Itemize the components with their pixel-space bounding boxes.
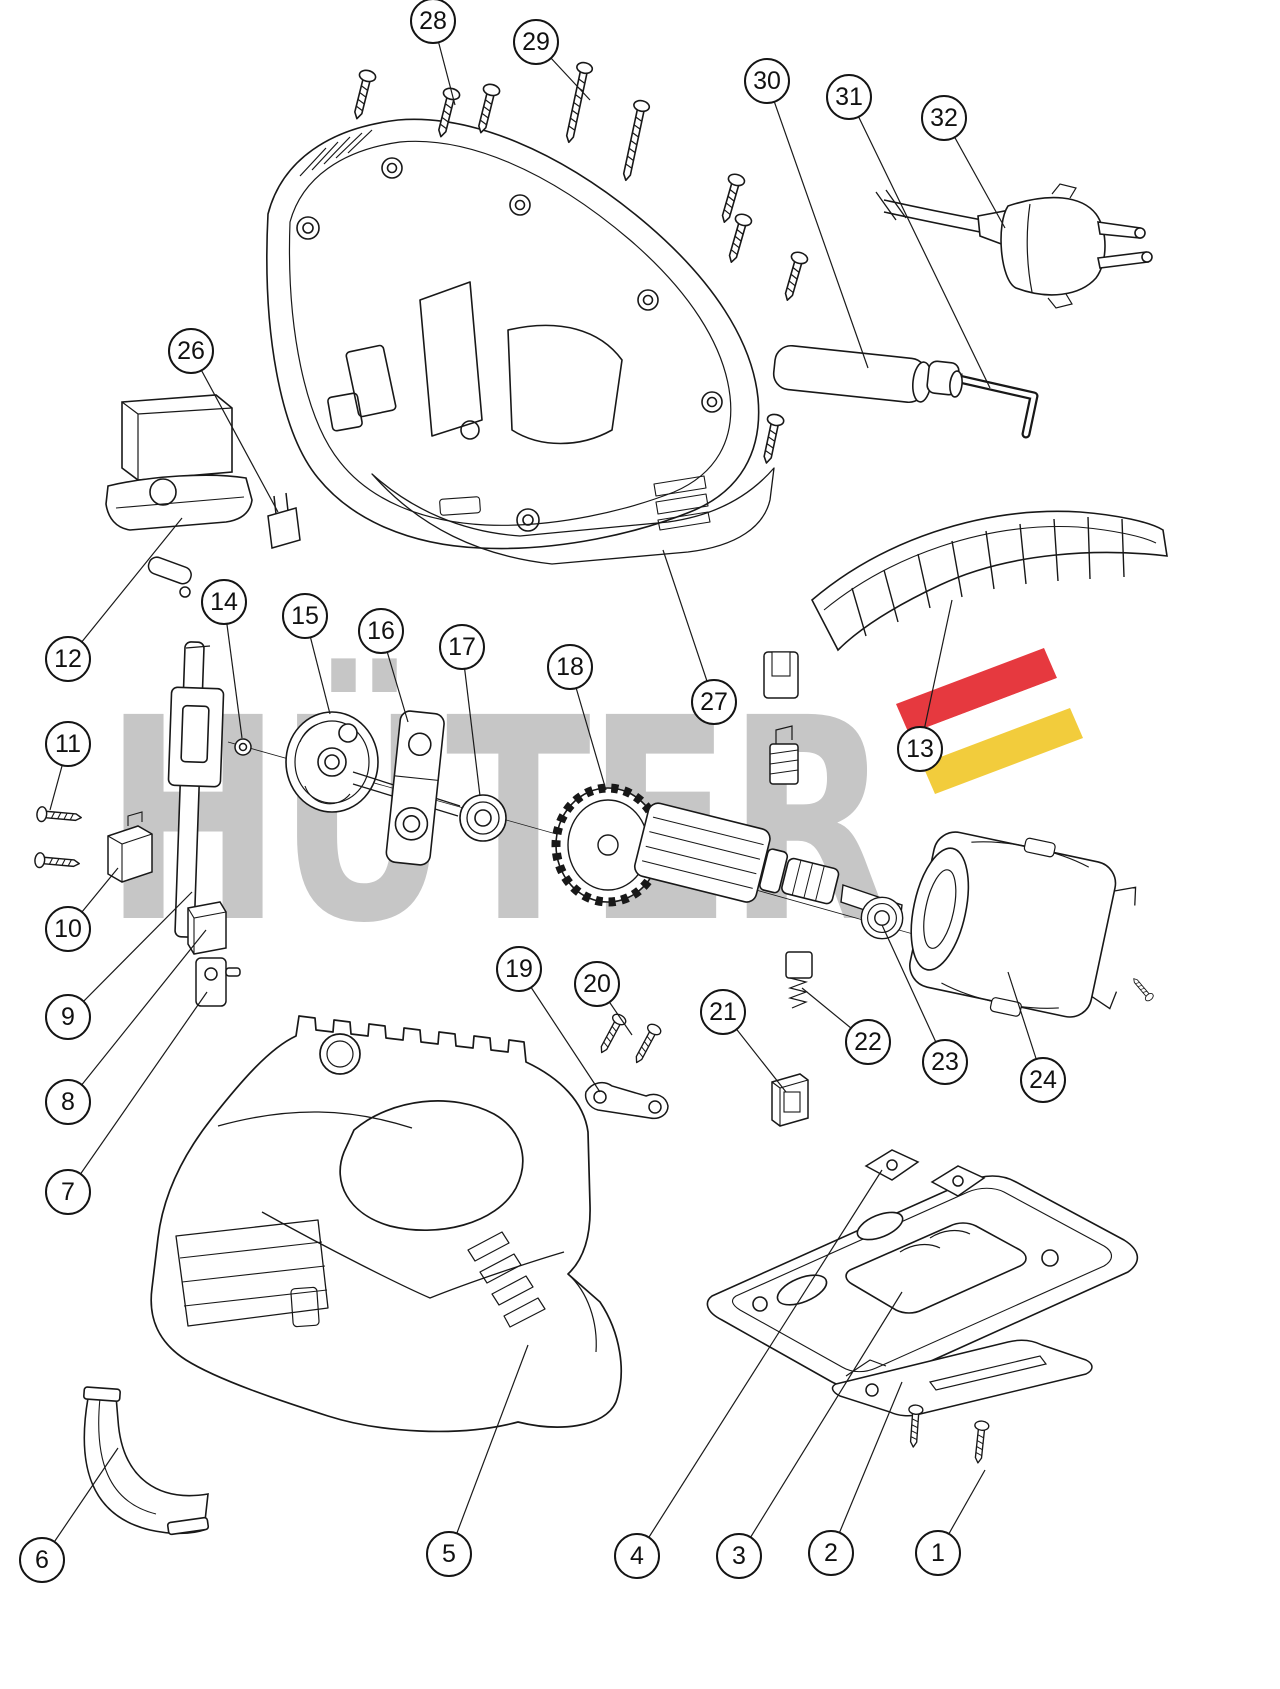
leader-line-2: [830, 1381, 903, 1554]
leader-line-23: [881, 924, 946, 1063]
part-base-plate: [706, 1175, 1139, 1390]
leader-line-12: [67, 517, 183, 660]
leader-line-8: [67, 929, 207, 1103]
part-upper-housing: [266, 118, 775, 565]
part-holder-pin: [195, 957, 241, 1007]
callout-30: 30: [744, 58, 790, 104]
part-stator: [909, 831, 1137, 1018]
leader-line-31: [848, 96, 991, 389]
callout-22: 22: [845, 1019, 891, 1065]
leader-line-9: [67, 891, 193, 1018]
part-roller: [147, 556, 192, 598]
callout-27: 27: [691, 679, 737, 725]
callout-9: 9: [45, 994, 91, 1040]
part-brush: [769, 725, 799, 785]
part-cord-sleeve: [772, 344, 963, 404]
leader-line-19: [518, 968, 601, 1093]
callout-23: 23: [922, 1039, 968, 1085]
leader-line-30: [766, 80, 869, 369]
leader-line-4: [636, 1169, 883, 1557]
part-power-cord-plug: [875, 183, 1153, 309]
part-handle-grip: [810, 510, 1168, 652]
leader-line-3: [738, 1291, 903, 1557]
callout-1: 1: [915, 1530, 961, 1576]
callout-19: 19: [496, 946, 542, 992]
part-switch: [105, 394, 253, 531]
callout-20: 20: [574, 961, 620, 1007]
part-terminal: [267, 492, 301, 549]
callout-11: 11: [45, 721, 91, 767]
leader-line-26: [190, 350, 279, 513]
part-brush-spring: [785, 951, 813, 1009]
callout-12: 12: [45, 636, 91, 682]
part-armature: [551, 783, 903, 923]
callout-17: 17: [439, 624, 485, 670]
callout-7: 7: [45, 1169, 91, 1215]
callout-10: 10: [45, 906, 91, 952]
part-support-16: [385, 710, 445, 866]
callout-28: 28: [410, 0, 456, 44]
callout-24: 24: [1020, 1057, 1066, 1103]
leader-line-17: [461, 646, 481, 797]
callout-32: 32: [921, 95, 967, 141]
watermark-flag-icon: [896, 648, 1083, 794]
callout-5: 5: [426, 1531, 472, 1577]
callout-3: 3: [716, 1533, 762, 1579]
callout-8: 8: [45, 1079, 91, 1125]
leader-line-13: [919, 599, 953, 750]
callout-6: 6: [19, 1537, 65, 1583]
callout-14: 14: [201, 579, 247, 625]
part-blade-guard: [83, 1386, 210, 1536]
part-bushing-14: [234, 738, 252, 756]
leader-line-5: [448, 1344, 529, 1555]
callout-4: 4: [614, 1533, 660, 1579]
part-lower-housing: [150, 1015, 622, 1433]
callout-13: 13: [897, 726, 943, 772]
part-base-insert: [831, 1339, 1093, 1417]
callout-26: 26: [168, 328, 214, 374]
callout-21: 21: [700, 989, 746, 1035]
part-gear-15: [285, 711, 379, 813]
callout-18: 18: [547, 644, 593, 690]
callout-15: 15: [282, 593, 328, 639]
part-brush-cap: [763, 651, 799, 699]
part-pads: [864, 1149, 986, 1197]
part-block-10: [107, 811, 153, 883]
leader-line-27: [662, 549, 715, 703]
callout-29: 29: [513, 19, 559, 65]
part-plunger-bar: [167, 641, 225, 938]
callout-2: 2: [808, 1530, 854, 1576]
leader-line-7: [67, 991, 208, 1193]
callout-31: 31: [826, 74, 872, 120]
part-bracket-19: [584, 1081, 669, 1120]
callout-16: 16: [358, 608, 404, 654]
part-brush-holder: [771, 1073, 809, 1127]
